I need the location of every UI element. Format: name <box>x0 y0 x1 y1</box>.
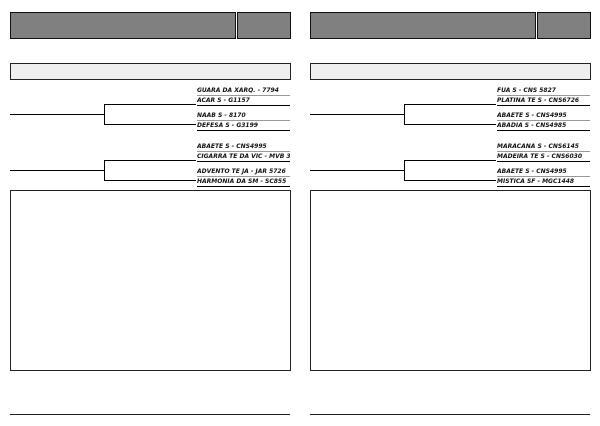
ancestor-name: MARACANA S - CNS6145 <box>497 143 590 152</box>
parent-line <box>310 114 404 115</box>
ancestor-name: ABAETE S - CNS4995 <box>497 112 590 121</box>
header-title-box <box>310 12 536 39</box>
ancestor-name: NAAB S - 8170 <box>197 112 290 121</box>
header-side-box <box>537 12 591 39</box>
ancestor-name: ACAR S - G1157 <box>197 97 290 106</box>
branch-line <box>404 180 496 181</box>
branch-line <box>104 160 196 161</box>
ancestor-name: PLATINA TE S - CNS6726 <box>497 97 590 106</box>
ancestor-name: MISTICA SF - MGC1448 <box>497 178 590 187</box>
section-bar <box>310 63 591 80</box>
ancestor-name: MADEIRA TE S - CNS6030 <box>497 153 590 162</box>
ancestor-name: ADVENTO TE JA - JAR 5726 <box>197 168 290 177</box>
ancestor-name: HARMONIA DA SM - SC855 <box>197 178 290 187</box>
header-title-box <box>10 12 236 39</box>
branch-line <box>404 124 496 125</box>
branch-line <box>104 124 196 125</box>
notes-box <box>310 190 591 371</box>
header-side-box <box>237 12 291 39</box>
section-bar <box>10 63 291 80</box>
ancestor-name: ABAETE S - CNS4995 <box>497 168 590 177</box>
parent-line <box>10 170 104 171</box>
bracket-line <box>404 160 405 180</box>
ancestor-name: GUARA DA XARQ. - 7794 <box>197 87 290 96</box>
branch-line <box>404 160 496 161</box>
parent-line <box>310 170 404 171</box>
ancestor-name: DEFESA S - G3199 <box>197 122 290 131</box>
bracket-line <box>404 104 405 124</box>
branch-line <box>404 104 496 105</box>
ancestor-name: CIGARRA TE DA VIC - MVB 3 <box>197 153 290 162</box>
ancestor-name: FUA S - CNS 5827 <box>497 87 590 96</box>
branch-line <box>104 104 196 105</box>
notes-box <box>10 190 291 371</box>
bracket-line <box>104 160 105 180</box>
footer-line <box>10 414 290 415</box>
ancestor-name: ABAETE S - CNS4995 <box>197 143 290 152</box>
branch-line <box>104 180 196 181</box>
bracket-line <box>104 104 105 124</box>
parent-line <box>10 114 104 115</box>
ancestor-name: ABADIA S - CNS4985 <box>497 122 590 131</box>
footer-line <box>310 414 590 415</box>
